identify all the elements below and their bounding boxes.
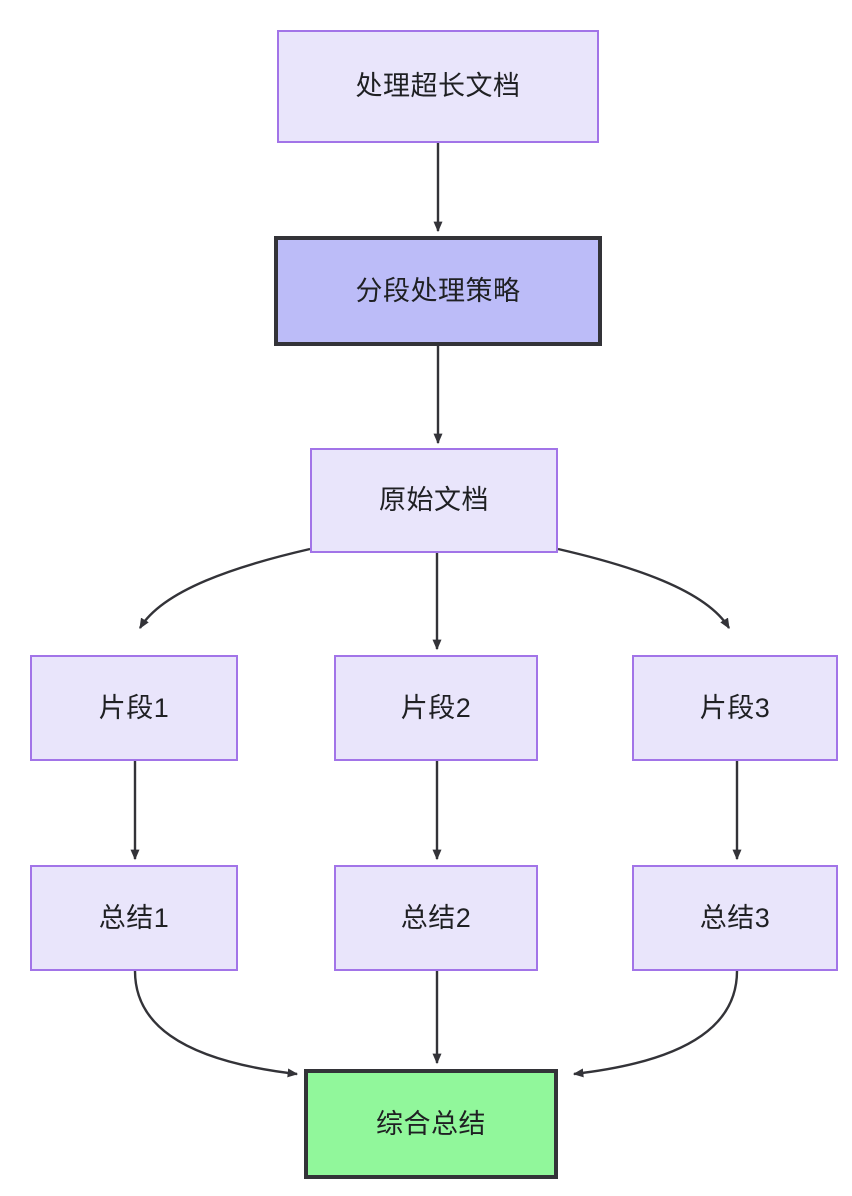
node-summary-1-label: 总结1 [98,902,170,933]
node-summary-2-label: 总结2 [400,902,472,933]
node-fragment-2-label: 片段2 [400,692,472,723]
node-fragment-1[interactable]: 片段1 [30,655,238,761]
node-long-doc-label: 处理超长文档 [355,71,521,102]
node-source-doc-label: 原始文档 [379,485,489,516]
node-fragment-1-label: 片段1 [98,692,170,723]
node-fragment-3-label: 片段3 [699,692,771,723]
node-chunk-policy-label: 分段处理策略 [355,275,521,306]
node-summary-3-label: 总结3 [699,902,771,933]
node-fragment-2[interactable]: 片段2 [334,655,538,761]
edge-summary-3-to-final-summary [572,970,739,1078]
node-chunk-policy[interactable]: 分段处理策略 [274,236,602,346]
node-summary-1[interactable]: 总结1 [30,865,238,971]
edge-source-doc-to-fragment-1 [138,547,311,629]
node-source-doc[interactable]: 原始文档 [310,448,558,553]
node-fragment-3[interactable]: 片段3 [632,655,838,761]
node-final-summary-label: 综合总结 [376,1108,486,1139]
edge-summary-1-to-final-summary [133,970,299,1078]
node-summary-3[interactable]: 总结3 [632,865,838,971]
node-summary-2[interactable]: 总结2 [334,865,538,971]
node-final-summary[interactable]: 综合总结 [304,1069,558,1179]
edge-source-doc-to-fragment-3 [557,547,731,629]
node-long-doc[interactable]: 处理超长文档 [277,30,599,143]
